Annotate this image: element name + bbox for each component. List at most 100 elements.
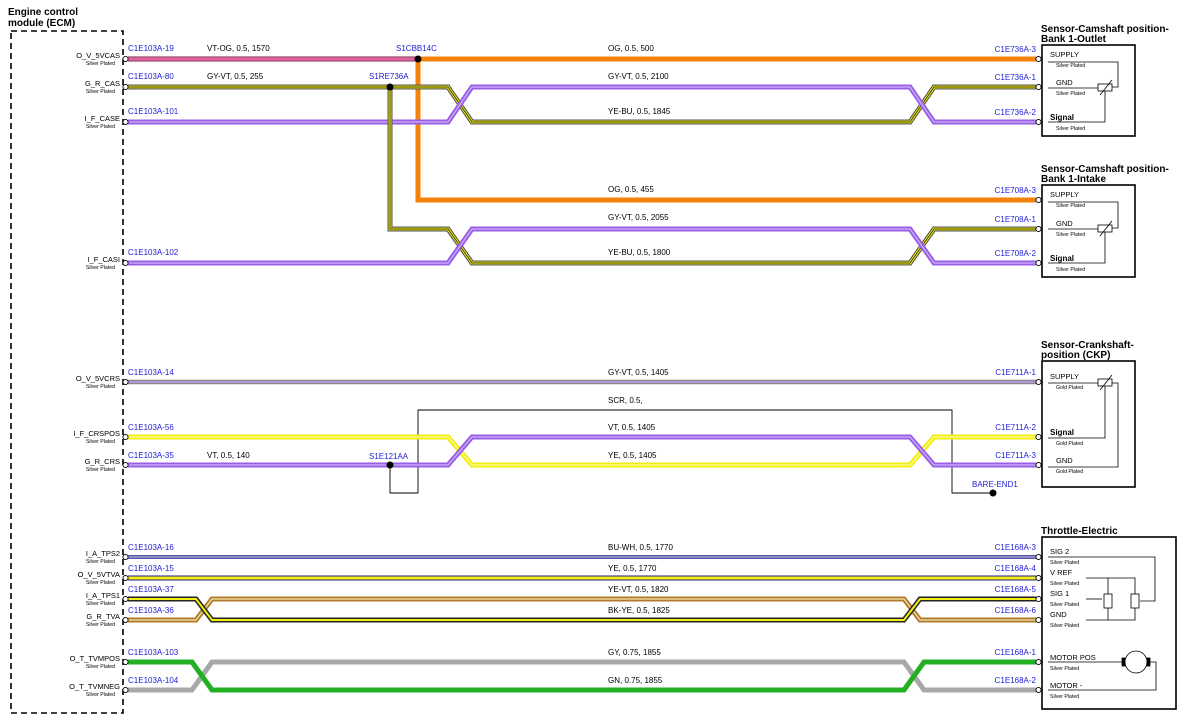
left-connector-label[interactable]: C1E103A-16 xyxy=(128,543,174,552)
wire-bk-ye-1825[interactable] xyxy=(128,596,1036,623)
ecm-pin-terminal[interactable] xyxy=(122,83,129,91)
right-connector-label[interactable]: C1E711A-3 xyxy=(995,451,1036,460)
ecm-pin-terminal[interactable] xyxy=(122,553,129,561)
wire-spec-label: OG, 0.5, 500 xyxy=(608,44,654,53)
cam-intake-pin-supply-plate: Silver Plated xyxy=(1056,203,1085,209)
ecm-pin-plate: Silver Plated xyxy=(86,439,115,445)
bare-end-label[interactable]: BARE-END1 xyxy=(972,480,1018,489)
left-connector-label[interactable]: C1E103A-36 xyxy=(128,606,174,615)
cam-intake-pin-signal-plate: Silver Plated xyxy=(1056,267,1085,273)
ecm-pin-terminal[interactable] xyxy=(122,616,129,624)
ecm-pin-terminal[interactable] xyxy=(122,55,129,63)
ecm-pin-terminal[interactable] xyxy=(122,378,129,386)
wire-ye-bu-1845[interactable] xyxy=(128,84,1036,125)
wire-og-500[interactable] xyxy=(415,56,1036,203)
right-connector-label[interactable]: C1E708A-3 xyxy=(995,186,1037,195)
right-connector-label[interactable]: C1E168A-4 xyxy=(995,564,1037,573)
splice-dot-s1cbb14c[interactable] xyxy=(414,55,422,63)
ecm-pin-terminal[interactable] xyxy=(122,433,129,441)
left-connector-label[interactable]: C1E103A-14 xyxy=(128,368,174,377)
splice-dot-s1e121aa[interactable] xyxy=(386,461,394,469)
right-connector-label[interactable]: C1E711A-1 xyxy=(995,368,1036,377)
component-pin-terminal[interactable] xyxy=(1035,595,1042,603)
component-pin-terminal[interactable] xyxy=(1035,461,1042,469)
component-throttle[interactable]: Throttle-Electric SIG 2 Silver Plated V … xyxy=(1041,526,1177,710)
wire-spec-label: VT, 0.5, 1405 xyxy=(608,423,656,432)
ckp-title1: Sensor-Crankshaft- xyxy=(1041,340,1134,351)
right-connector-label[interactable]: C1E168A-2 xyxy=(995,676,1037,685)
component-pin-terminal[interactable] xyxy=(1035,553,1042,561)
left-connector-label[interactable]: C1E103A-101 xyxy=(128,107,179,116)
right-connector-label[interactable]: C1E711A-2 xyxy=(995,423,1036,432)
component-cam-outlet[interactable]: Sensor-Camshaft position- Bank 1-Outlet … xyxy=(1041,24,1169,137)
component-pin-terminal[interactable] xyxy=(1035,378,1042,386)
right-connector-label[interactable]: C1E168A-1 xyxy=(995,648,1037,657)
ecm-pin-terminal[interactable] xyxy=(122,595,129,603)
component-pin-terminal[interactable] xyxy=(1035,83,1042,91)
ecm-pin-terminal[interactable] xyxy=(122,461,129,469)
left-connector-label[interactable]: C1E103A-19 xyxy=(128,44,174,53)
left-connector-label[interactable]: C1E103A-80 xyxy=(128,72,174,81)
wire-gn-1855[interactable] xyxy=(128,659,1036,693)
wire-scr-shield[interactable] xyxy=(389,409,993,494)
wire-vt-1405[interactable] xyxy=(128,434,1036,468)
cam-intake-sensor-symbol xyxy=(1048,201,1119,264)
right-connector-label[interactable]: C1E736A-3 xyxy=(995,45,1037,54)
component-cam-intake[interactable]: Sensor-Camshaft position- Bank 1-Intake … xyxy=(1041,164,1169,278)
wire-ye-vt-1820[interactable] xyxy=(128,596,1036,623)
component-pin-terminal[interactable] xyxy=(1035,433,1042,441)
wire-gy-1855[interactable] xyxy=(128,659,1036,693)
splice-label-s1e121aa[interactable]: S1E121AA xyxy=(369,452,409,461)
ecm-pin-label: O_T_TVMPOS xyxy=(70,654,120,663)
ecm-pin-terminal[interactable] xyxy=(122,686,129,694)
splice-label-s1re736a[interactable]: S1RE736A xyxy=(369,72,409,81)
right-connector-label[interactable]: C1E708A-2 xyxy=(995,249,1037,258)
right-connector-label[interactable]: C1E168A-6 xyxy=(995,606,1037,615)
left-connector-label[interactable]: C1E103A-56 xyxy=(128,423,174,432)
left-connector-label[interactable]: C1E103A-37 xyxy=(128,585,174,594)
component-pin-terminal[interactable] xyxy=(1035,55,1042,63)
bare-end-dot[interactable] xyxy=(989,489,997,497)
component-pin-terminal[interactable] xyxy=(1035,658,1042,666)
throttle-pin-sig1: SIG 1 xyxy=(1050,589,1069,598)
wire-gy-vt-2055[interactable] xyxy=(387,87,1036,266)
left-connector-label[interactable]: C1E103A-102 xyxy=(128,248,179,257)
component-pin-terminal[interactable] xyxy=(1035,616,1042,624)
component-pin-terminal[interactable] xyxy=(1035,686,1042,694)
wire-spec-label: YE-VT, 0.5, 1820 xyxy=(608,585,669,594)
splice-dot-s1re736a[interactable] xyxy=(386,83,394,91)
splice-label-s1cbb14c[interactable]: S1CBB14C xyxy=(396,44,437,53)
ecm-pin-terminal[interactable] xyxy=(122,658,129,666)
component-pin-terminal[interactable] xyxy=(1035,259,1042,267)
right-connector-label[interactable]: C1E168A-5 xyxy=(995,585,1037,594)
right-connector-label[interactable]: C1E736A-2 xyxy=(995,108,1037,117)
wire-ye-bu-1800[interactable] xyxy=(128,226,1036,266)
wire-spec-label: GY-VT, 0.5, 2055 xyxy=(608,213,669,222)
left-connector-label[interactable]: C1E103A-15 xyxy=(128,564,174,573)
component-ckp[interactable]: Sensor-Crankshaft- position (CKP) SUPPLY… xyxy=(1041,340,1136,488)
throttle-pin-vref-plate: Silver Plated xyxy=(1050,581,1079,587)
ecm-pin-terminal[interactable] xyxy=(122,574,129,582)
right-connector-label[interactable]: C1E708A-1 xyxy=(995,215,1037,224)
right-connector-label[interactable]: C1E736A-1 xyxy=(995,73,1037,82)
left-connector-label[interactable]: C1E103A-35 xyxy=(128,451,174,460)
left-connector-label[interactable]: C1E103A-103 xyxy=(128,648,179,657)
component-pin-terminal[interactable] xyxy=(1035,574,1042,582)
ecm-pin-terminal[interactable] xyxy=(122,118,129,126)
component-pin-terminal[interactable] xyxy=(1035,196,1042,204)
cam-intake-box xyxy=(1041,184,1136,278)
ecm-pin-plate: Silver Plated xyxy=(86,384,115,390)
component-pin-terminal[interactable] xyxy=(1035,225,1042,233)
ckp-pin-supply: SUPPLY xyxy=(1050,372,1079,381)
component-pin-terminal[interactable] xyxy=(1035,118,1042,126)
wire-ye-1405[interactable] xyxy=(128,434,1036,468)
ecm-pin-terminal[interactable] xyxy=(122,259,129,267)
right-connector-label[interactable]: C1E168A-3 xyxy=(995,543,1037,552)
throttle-pin-motor-pos: MOTOR POS xyxy=(1050,653,1096,662)
wire-gy-vt-255[interactable] xyxy=(128,84,1036,125)
left-connector-label[interactable]: C1E103A-104 xyxy=(128,676,179,685)
throttle-pin-motor-neg: MOTOR - xyxy=(1050,681,1083,690)
left-connector-list: C1E103A-19C1E103A-80C1E103A-101C1E103A-1… xyxy=(128,44,179,685)
wire-spec-label: VT-OG, 0.5, 1570 xyxy=(207,44,270,53)
